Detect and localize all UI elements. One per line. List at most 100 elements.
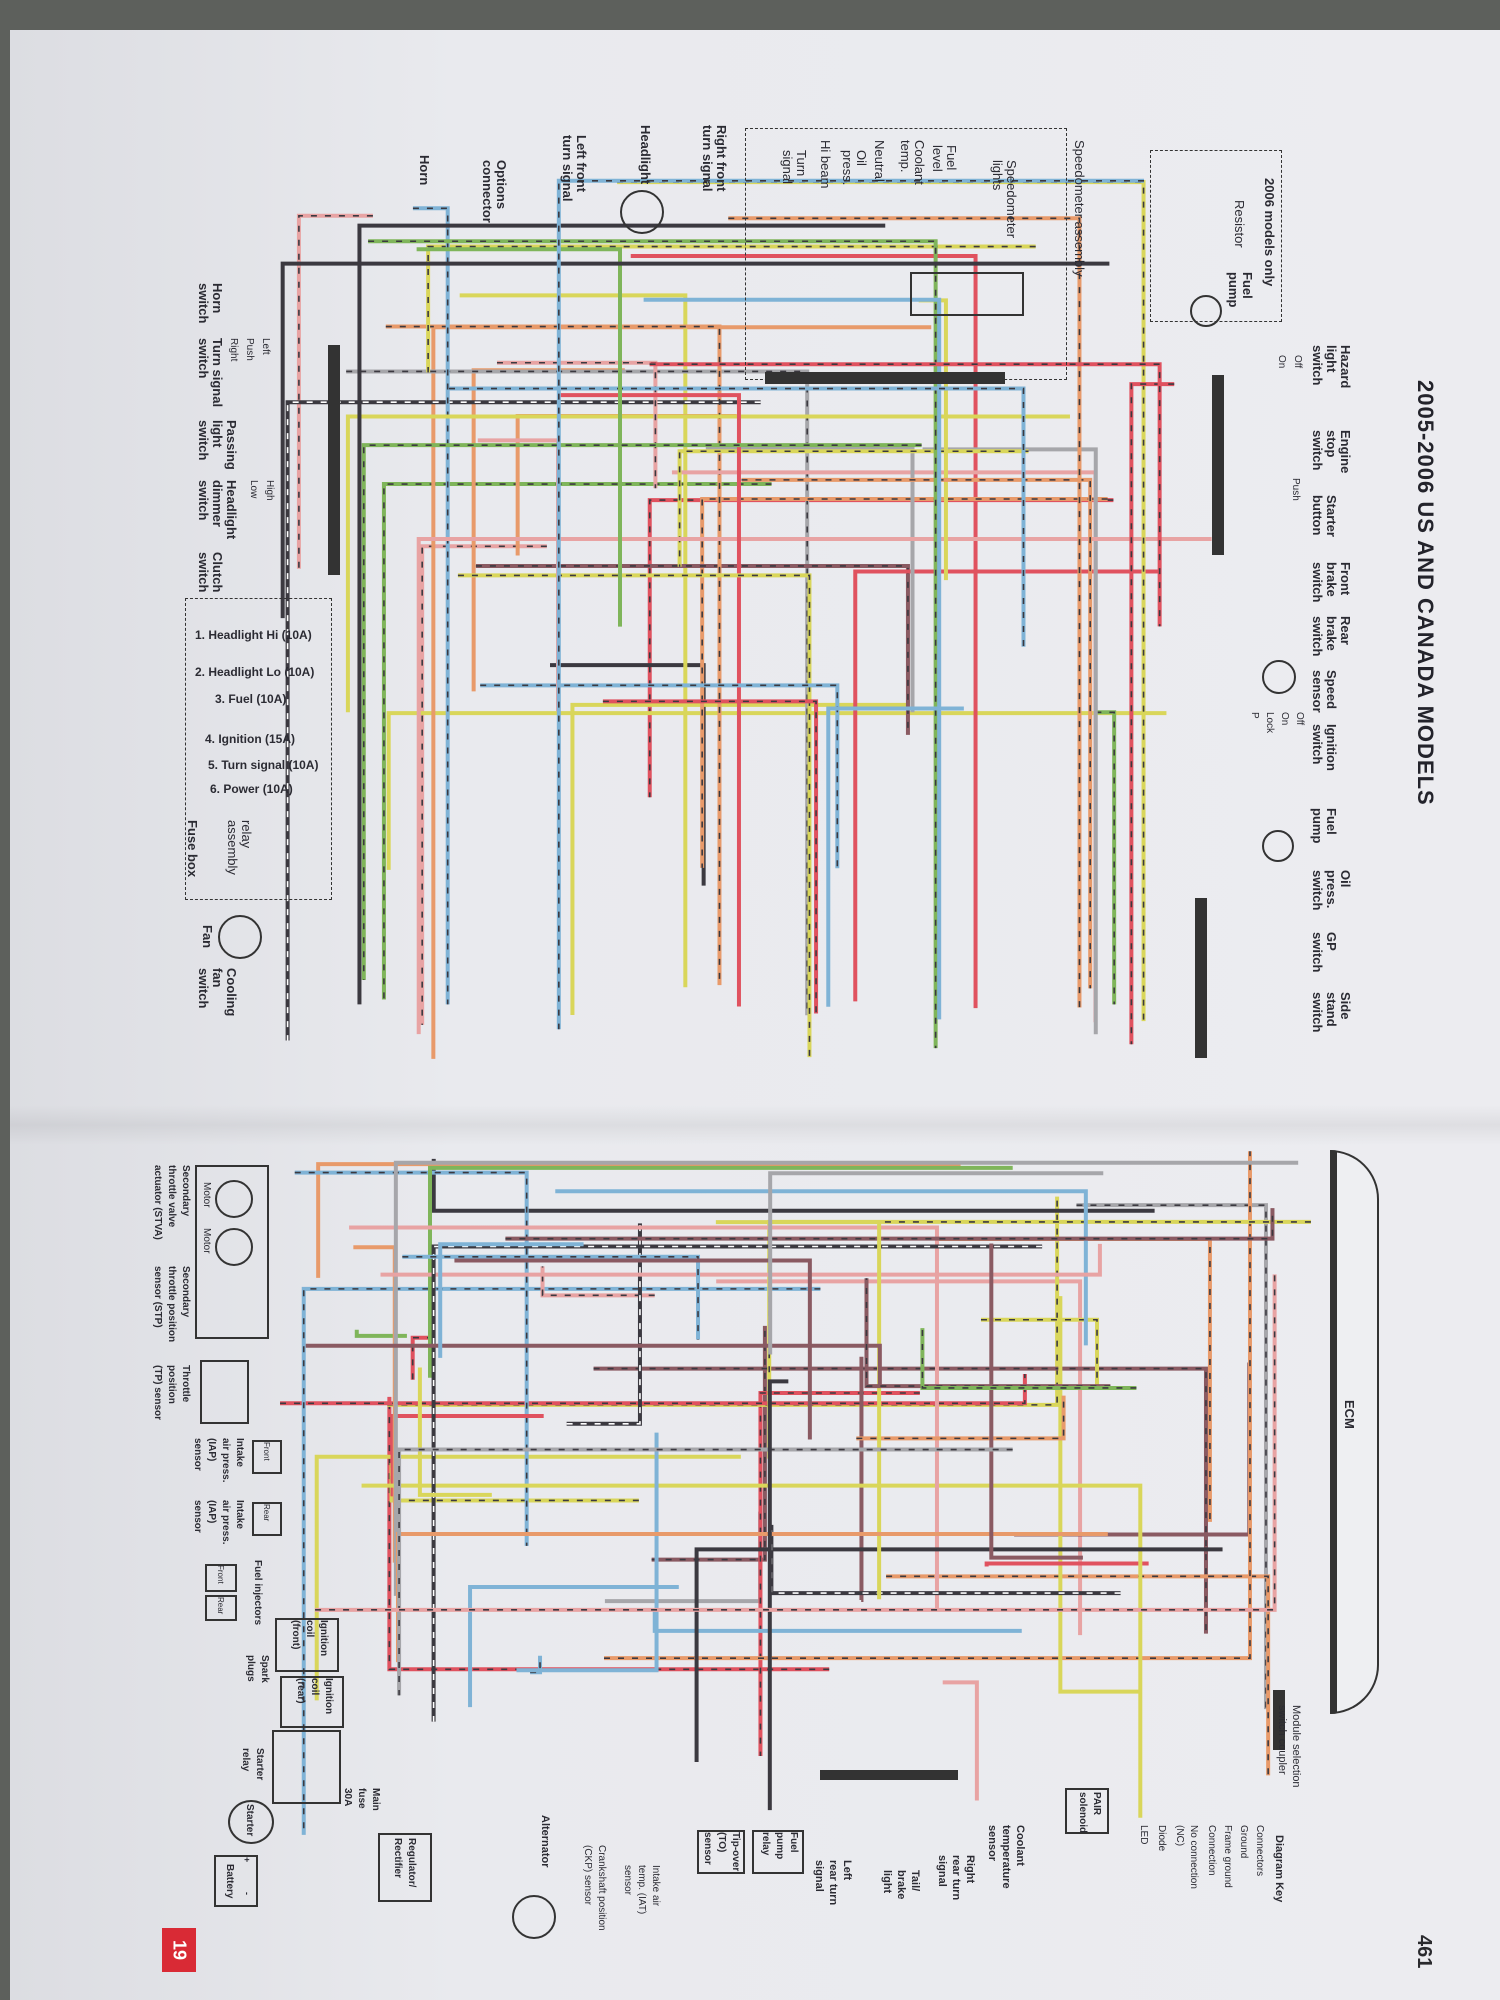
page-title: 2005-2006 US AND CANADA MODELS <box>1413 380 1438 806</box>
wire <box>984 1561 1149 1567</box>
hazard-on: On <box>1276 355 1287 369</box>
page-fold <box>10 1105 1500 1145</box>
wire-stripe <box>1076 1204 1267 1710</box>
left-front-turn-label: Left front turn signal <box>560 135 589 202</box>
wire-stripe <box>921 1328 1137 1389</box>
alternator-label: Alternator <box>539 1815 551 1868</box>
turn-signal-indicator-label: Turn signal <box>780 150 809 184</box>
engine-stop-label: Engine stop switch <box>1310 430 1353 474</box>
oil-press-label: Oil press. <box>840 150 869 186</box>
wire-stripe <box>315 1274 1276 1611</box>
iap-rear-label: Intake air press. (IAP) sensor <box>192 1500 245 1545</box>
starter-push: Push <box>1290 478 1301 501</box>
wire-stripe <box>302 1288 821 1835</box>
wire <box>417 1367 492 1497</box>
fuse-4: 4. Ignition (15A) <box>205 732 295 746</box>
wire <box>468 1585 679 1708</box>
wire <box>314 1454 741 1701</box>
ts-push: Push <box>244 338 255 361</box>
dim-low: Low <box>248 480 259 499</box>
ignition-coil-rear-box <box>280 1676 344 1728</box>
tip-over-box <box>697 1830 745 1874</box>
wire-stripe <box>1095 711 1115 1005</box>
wire-stripe <box>427 245 1036 373</box>
coolant-temp-label: Coolant temp. <box>898 140 927 185</box>
coolant-sensor-label: Coolant temperature sensor <box>986 1825 1026 1889</box>
motor-1-icon <box>215 1180 253 1218</box>
wire <box>301 1286 821 1835</box>
ignition-coil-rear-label: Ignition coil (rear) <box>295 1678 334 1715</box>
wire <box>427 1165 1013 1378</box>
iap-front-box <box>252 1440 282 1474</box>
motor-2-icon <box>215 1228 253 1266</box>
wire <box>826 706 964 1007</box>
iap-rear-tag: Rear <box>262 1504 271 1522</box>
wire <box>671 470 1098 1023</box>
battery-minus: - <box>242 1892 252 1895</box>
wire <box>716 1279 1083 1636</box>
wire-stripe <box>480 684 839 869</box>
wire-stripe <box>280 1373 1026 1405</box>
wire-stripe <box>412 207 449 1005</box>
key-diode: Diode <box>1156 1825 1167 1852</box>
wire <box>393 1160 1299 1596</box>
passing-switch-label: Passing light switch <box>196 420 239 470</box>
iat-sensor-label: Intake air temp. (IAT) sensor <box>622 1865 661 1915</box>
fuse-5: 5. Turn signal (10A) <box>208 758 319 772</box>
wire <box>1076 1203 1268 1710</box>
wire <box>705 446 915 713</box>
wire-stripe <box>362 444 922 981</box>
oil-press-switch-label: Oil press. switch <box>1310 870 1353 911</box>
injector-front-box <box>205 1564 237 1592</box>
main-fuse-label: Main fuse 30A <box>342 1788 381 1811</box>
pair-solenoid-label: PAIR solenoid <box>1077 1792 1102 1834</box>
wire-stripe <box>886 1575 1269 1776</box>
wire-stripe <box>298 215 373 569</box>
ignition-coil-front-box <box>275 1618 339 1672</box>
relay-assembly-label: relay assembly <box>225 820 254 875</box>
ts-left: Left <box>260 338 271 355</box>
dimmer-switch-label: Headlight dimmer switch <box>196 480 239 540</box>
ign-p: P <box>1249 712 1260 719</box>
wire <box>420 544 547 1025</box>
tp-sensor-label: Throttle position (TP) sensor <box>152 1365 191 1421</box>
wire <box>454 1258 812 1440</box>
wire <box>886 1574 1271 1776</box>
fuel-pump-relay-box <box>752 1830 804 1874</box>
wire <box>856 1395 1066 1441</box>
wire-stripe <box>980 1318 1098 1389</box>
wire <box>496 360 658 489</box>
starter-relay-label: Starter relay <box>240 1748 265 1781</box>
wire <box>396 1531 1108 1663</box>
wire <box>516 1432 659 1673</box>
wire <box>715 1220 882 1600</box>
fuse-box-outline <box>185 598 332 900</box>
key-connectors: Connectors <box>1254 1825 1265 1877</box>
wire <box>853 569 1159 1002</box>
clutch-switch-label: Clutch switch <box>196 552 225 593</box>
fuel-pump-2006-motor <box>1190 295 1222 327</box>
wire <box>700 496 1108 868</box>
wire <box>315 1274 1277 1612</box>
fuse-6: 6. Power (10A) <box>210 782 293 796</box>
key-no-connection: No connection (NC) <box>1174 1825 1199 1889</box>
injector-rear-box <box>205 1595 237 1621</box>
speedometer-lights-label: Speedometer lights <box>990 160 1019 239</box>
wire-stripe <box>604 1151 1251 1659</box>
wire-stripe <box>678 450 1029 567</box>
module-coupler <box>1273 1690 1285 1750</box>
horn-label: Horn <box>417 155 432 186</box>
wire <box>416 247 622 627</box>
key-ground: Ground <box>1238 1825 1249 1859</box>
wire-stripe <box>421 545 547 1025</box>
wire <box>305 1343 882 1389</box>
motor-1-label: Motor <box>201 1182 212 1208</box>
regulator-label: Regulator/ Rectifier <box>392 1838 417 1888</box>
wire <box>390 1414 544 1497</box>
wire <box>402 1254 701 1340</box>
ign-on: On <box>1279 712 1290 726</box>
wire <box>741 477 1093 989</box>
wire-stripe <box>768 1221 1311 1459</box>
wire <box>643 297 942 1020</box>
wire <box>767 1219 1311 1459</box>
